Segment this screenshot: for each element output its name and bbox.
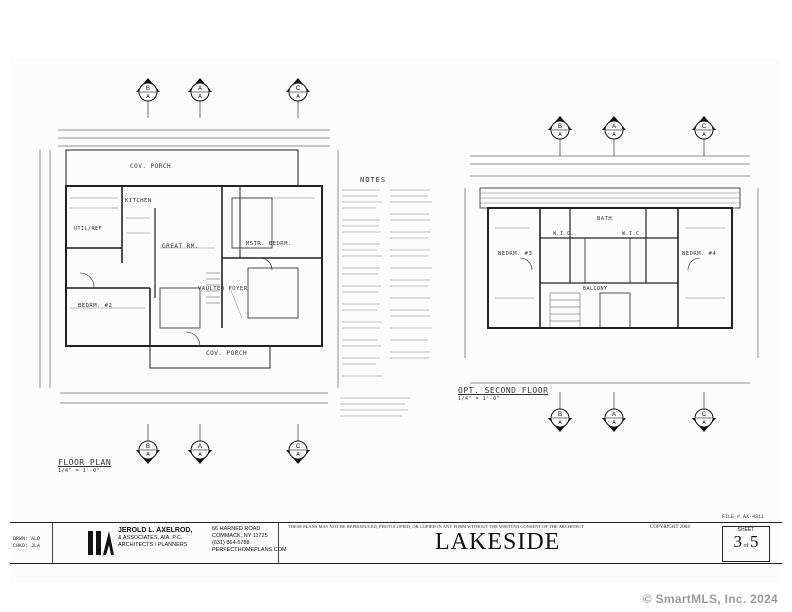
firm-assoc: & ASSOCIATES, AIA, P.C. bbox=[118, 535, 183, 541]
grid-marker-letter: A bbox=[198, 86, 202, 92]
grid-marker-sub: A bbox=[612, 132, 616, 138]
grid-marker-sub: A bbox=[558, 132, 562, 138]
grid-marker-c: CA bbox=[286, 78, 310, 118]
room-label-wic-left: W.I.C. bbox=[553, 231, 575, 237]
grid-marker-letter: C bbox=[296, 444, 301, 450]
sheet-total: 5 bbox=[750, 532, 759, 551]
room-label-balcony: BALCONY bbox=[583, 286, 608, 292]
address-1: 66 HARNED ROAD bbox=[212, 526, 261, 532]
grid-marker-sub: A bbox=[558, 420, 562, 426]
sheet-number-line: 3 of 5 bbox=[733, 532, 759, 551]
grid-marker-a: AA bbox=[188, 424, 212, 464]
room-label-cov-porch-top: COV. PORCH bbox=[130, 163, 172, 170]
website: PERFECTHOMEPLANS.COM bbox=[212, 547, 287, 553]
copyright-notice: THESE PLANS MAY NOT BE REPRODUCED, PHOTO… bbox=[288, 524, 584, 529]
room-label-bath: BATH bbox=[597, 216, 613, 222]
second-floor-plan bbox=[464, 155, 759, 384]
firm-cell: JEROLD L. AXELROD, & ASSOCIATES, AIA, P.… bbox=[52, 523, 287, 563]
grid-marker-b: BA bbox=[136, 78, 160, 118]
sheet-label: SHEET bbox=[737, 527, 755, 533]
room-label-bedroom-2: BEDRM. #2 bbox=[78, 303, 113, 309]
grid-marker-sub: A bbox=[296, 94, 300, 100]
notes-text-lines bbox=[340, 189, 432, 417]
grid-marker-sub: A bbox=[296, 452, 300, 458]
grid-marker-letter: A bbox=[612, 412, 616, 418]
grid-marker-letter: B bbox=[146, 86, 150, 92]
floor-plan-scale: 1/4" = 1'-0" bbox=[58, 468, 101, 474]
grid-marker-sub: A bbox=[146, 94, 150, 100]
room-label-cov-porch-bottom: COV. PORCH bbox=[206, 350, 248, 357]
floor-plan-title: FLOOR PLAN bbox=[58, 458, 112, 467]
grid-marker-sub: A bbox=[702, 132, 706, 138]
firm-logo-icon bbox=[88, 531, 114, 555]
grid-marker-c: CA bbox=[692, 392, 716, 432]
copyright-year: COPYRIGHT 2004 bbox=[650, 525, 690, 530]
grid-marker-c: CA bbox=[286, 424, 310, 464]
grid-marker-sub: A bbox=[612, 420, 616, 426]
grid-marker-a: AA bbox=[602, 116, 626, 156]
checked-by: CHKD: JLA bbox=[13, 543, 41, 549]
grid-marker-sub: A bbox=[702, 420, 706, 426]
room-label-util-ref: UTIL/REF bbox=[74, 226, 103, 232]
room-label-bedroom-3: BEDRM. #3 bbox=[498, 251, 533, 257]
firm-address: 66 HARNED ROAD COMMACK, NY 11725 (631) 8… bbox=[212, 526, 287, 554]
address-2: COMMACK, NY 11725 bbox=[212, 533, 268, 539]
room-label-master-bedroom: MSTR. BEDRM. bbox=[246, 241, 292, 247]
grid-marker-sub: A bbox=[198, 452, 202, 458]
title-block: DRWN: ALD CHKD: JLA JEROLD L. AXELROD, &… bbox=[10, 514, 782, 564]
grid-marker-c: CA bbox=[692, 116, 716, 156]
grid-marker-letter: B bbox=[146, 444, 150, 450]
sheet-number: 3 bbox=[733, 532, 743, 551]
grid-marker-b: BA bbox=[136, 424, 160, 464]
grid-marker-b: BA bbox=[548, 392, 572, 432]
room-label-bedroom-4: BEDRM. #4 bbox=[682, 251, 717, 257]
grid-marker-b: BA bbox=[548, 116, 572, 156]
drawn-checked-cell: DRWN: ALD CHKD: JLA bbox=[10, 523, 53, 563]
grid-marker-letter: C bbox=[296, 86, 301, 92]
floor-plans-drawing bbox=[39, 129, 759, 417]
sheet-number-box: SHEET 3 of 5 bbox=[722, 526, 770, 562]
mls-watermark: © SmartMLS, Inc. 2024 bbox=[642, 592, 778, 606]
grid-marker-letter: C bbox=[702, 412, 707, 418]
grid-marker-letter: B bbox=[558, 124, 562, 130]
grid-marker-letter: A bbox=[612, 124, 616, 130]
phone: (631) 864-5788 bbox=[212, 540, 250, 546]
grid-marker-sub: A bbox=[146, 452, 150, 458]
drawn-by: DRWN: ALD bbox=[13, 536, 41, 542]
firm-name: JEROLD L. AXELROD, bbox=[118, 527, 193, 534]
room-label-vaulted-foyer: VAULTED FOYER bbox=[198, 286, 248, 292]
grid-marker-letter: A bbox=[198, 444, 202, 450]
notes-title: NOTES bbox=[360, 176, 387, 184]
firm-role: ARCHITECTS / PLANNERS bbox=[118, 542, 188, 548]
firm-text: JEROLD L. AXELROD, & ASSOCIATES, AIA, P.… bbox=[118, 527, 192, 549]
room-label-wic-right: W.I.C. bbox=[622, 231, 644, 237]
project-name: LAKESIDE bbox=[435, 529, 561, 555]
room-label-kitchen: KITCHEN bbox=[125, 198, 152, 204]
file-number: FILE # AX-4311 bbox=[722, 514, 765, 520]
first-floor-plan bbox=[39, 129, 339, 404]
grid-marker-a: AA bbox=[602, 392, 626, 432]
grid-marker-letter: B bbox=[558, 412, 562, 418]
grid-marker-sub: A bbox=[198, 94, 202, 100]
second-floor-scale: 1/4" = 1'-0" bbox=[458, 396, 501, 402]
grid-marker-a: AA bbox=[188, 78, 212, 118]
second-floor-title: OPT. SECOND FLOOR bbox=[458, 386, 549, 395]
room-label-great-room: GREAT RM. bbox=[162, 243, 200, 250]
grid-marker-letter: C bbox=[702, 124, 707, 130]
